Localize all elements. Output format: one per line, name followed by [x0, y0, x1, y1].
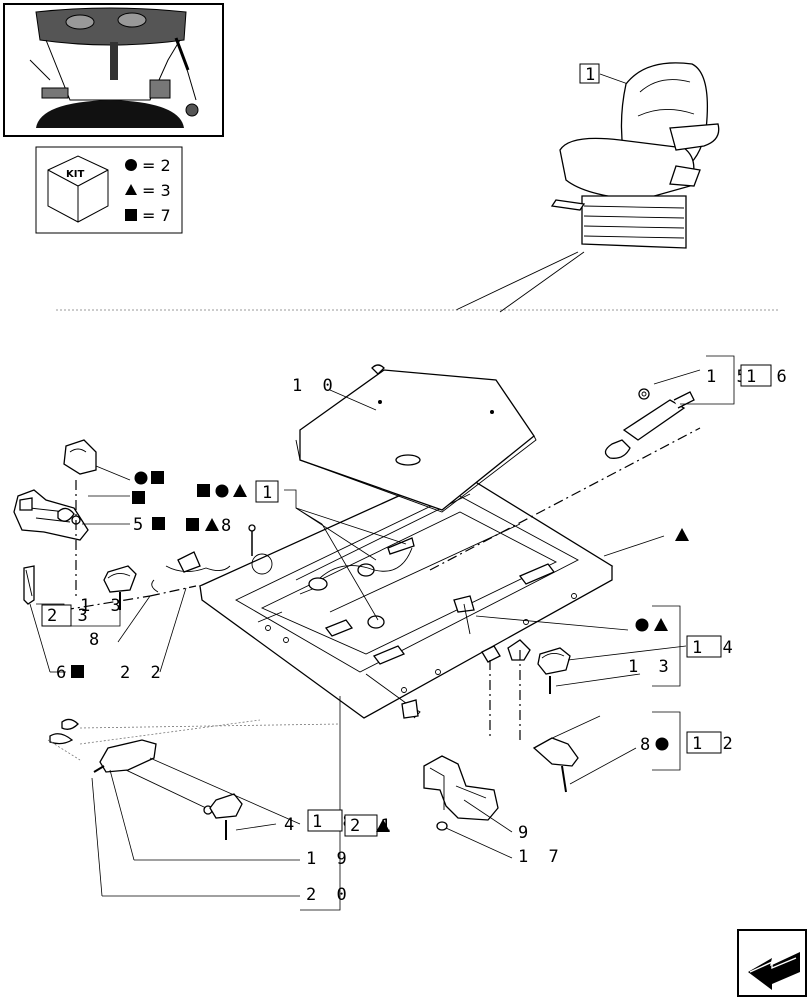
callout-14: 1 4 — [692, 638, 738, 658]
square-symbol — [152, 517, 165, 530]
leader-lines — [29, 355, 735, 911]
callout-12: 1 2 — [692, 734, 738, 754]
callout-23: 2 3 — [47, 606, 93, 626]
left-fasteners — [23, 524, 273, 610]
square-symbol — [151, 471, 164, 484]
circle-symbol — [215, 484, 229, 498]
seat-cushion-pad-10 — [295, 364, 537, 513]
callout-18: 1 8 — [312, 812, 358, 832]
callout-9: 9 — [518, 823, 533, 843]
callout-8-left: 8 — [89, 630, 104, 650]
triangle-symbol — [233, 484, 247, 497]
callout-22: 2 2 — [120, 663, 166, 683]
callout-8-right: 8 — [640, 735, 655, 755]
kit-cube-icon — [47, 155, 109, 223]
callout-10: 1 0 — [292, 376, 338, 396]
callout-15: 1 5 — [706, 367, 752, 387]
kit-triangle-qty: = 3 — [142, 181, 171, 200]
circle-symbol — [655, 737, 669, 751]
callout-17: 1 7 — [518, 847, 564, 867]
kit-legend: KIT = 2 = 3 = 7 — [35, 146, 183, 234]
circle-symbol — [635, 618, 649, 632]
triangle-symbol — [376, 819, 390, 832]
square-symbol — [125, 209, 137, 221]
square-symbol — [132, 491, 145, 504]
triangle-symbol — [675, 528, 689, 541]
support-bracket — [423, 650, 521, 831]
square-symbol — [71, 665, 84, 678]
circle-symbol — [125, 159, 137, 171]
square-symbol — [197, 484, 210, 497]
next-page-arrow-icon[interactable] — [737, 929, 807, 997]
callout-4: 4 — [284, 815, 299, 835]
square-symbol — [186, 518, 199, 531]
callout-16: 1 6 — [746, 367, 792, 387]
seat-icon: 1 — [455, 62, 720, 313]
callout-21: 2 1 — [350, 816, 396, 836]
kit-square-qty: = 7 — [142, 206, 171, 225]
kit-title: KIT — [66, 169, 84, 180]
triangle-symbol — [654, 618, 668, 631]
callout-5: 5 — [133, 515, 148, 535]
gas-strut — [604, 388, 695, 459]
triangle-symbol — [125, 184, 137, 195]
callout-19: 1 9 — [306, 849, 352, 869]
circle-symbol — [134, 471, 148, 485]
right-fasteners — [532, 647, 579, 793]
callout-6: 6 — [56, 663, 71, 683]
callout-13-right: 1 3 — [628, 657, 674, 677]
callout-1-kit: 1 — [262, 483, 277, 503]
kit-circle-qty: = 2 — [142, 156, 171, 175]
tractor-cab-thumbnail — [3, 3, 224, 137]
callout-20: 2 0 — [306, 885, 352, 905]
triangle-symbol — [205, 518, 219, 531]
callout-8-pin: 8 — [221, 516, 236, 536]
lever-bracket-assembly — [13, 439, 97, 600]
release-cable-assembly — [49, 718, 243, 840]
callout-13-left: 1 3 — [80, 596, 126, 616]
callout-1-seat: 1 — [585, 65, 600, 85]
